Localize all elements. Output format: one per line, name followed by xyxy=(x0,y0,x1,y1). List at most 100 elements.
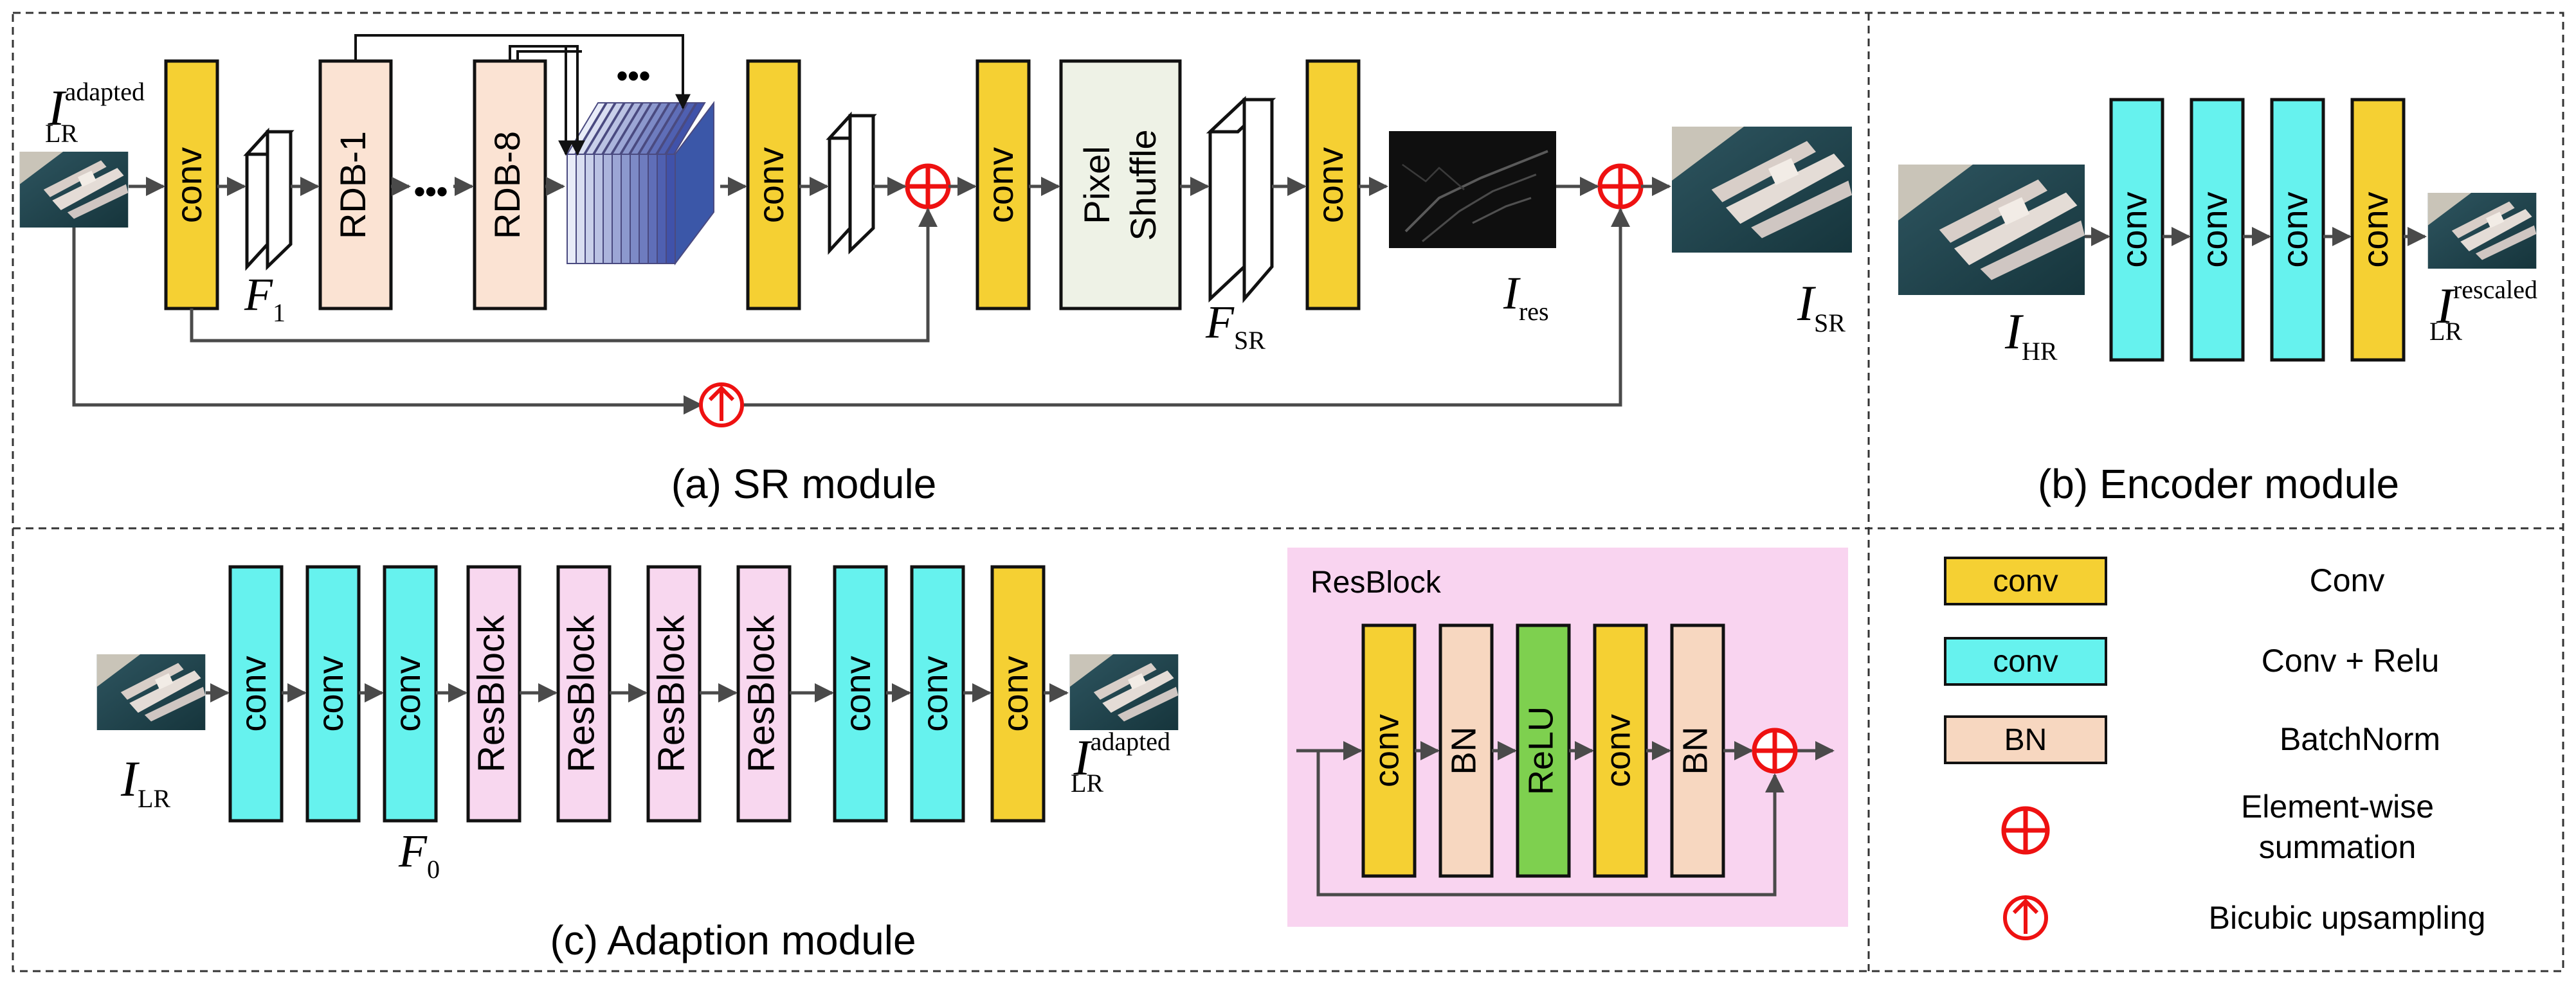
concat-slice xyxy=(648,154,658,264)
concat-slice xyxy=(666,154,676,264)
sr-conv1-label: conv xyxy=(168,147,209,223)
resblock-panel-conv-1-label: conv xyxy=(1367,714,1406,787)
resblock-panel-relu-3-label: ReLU xyxy=(1521,706,1560,795)
sr-output-image xyxy=(1672,127,1852,253)
adaption-block-8-label: conv xyxy=(837,656,878,731)
adaption-block-4-label: ResBlock xyxy=(470,614,512,773)
resblock-panel-conv-4-label: conv xyxy=(1599,714,1637,787)
sr-pixel-shuffle-line1: Pixel xyxy=(1076,146,1117,224)
legend-desc-1: Conv xyxy=(2310,562,2385,598)
adaption-block-6-label: ResBlock xyxy=(650,614,692,773)
sr-conv1-block xyxy=(164,59,219,310)
adaption-f0-label: F0 xyxy=(398,825,440,884)
concat-slice xyxy=(639,154,649,264)
adaption-block-1-label: conv xyxy=(233,656,273,731)
legend-upsample-label: Bicubic upsampling xyxy=(2209,900,2486,936)
sr-conv4-block xyxy=(1305,59,1361,310)
concat-slice xyxy=(657,154,667,264)
encoder-conv-1-label: conv xyxy=(2114,192,2154,267)
adaption-block-10-label: conv xyxy=(995,656,1035,731)
sr-conv2-block xyxy=(746,59,801,310)
sr-residual-image xyxy=(1389,131,1556,248)
sr-feature-slab-2 xyxy=(826,111,877,255)
concat-slice xyxy=(603,154,613,264)
adaption-block-10-block xyxy=(990,565,1046,823)
encoder-conv-2-label: conv xyxy=(2194,192,2235,267)
concat-slice xyxy=(576,154,586,264)
encoder-conv-3-block xyxy=(2270,98,2325,362)
sr-fsr-label: FSR xyxy=(1205,296,1265,355)
sr-section-title: (a) SR module xyxy=(671,461,937,507)
sr-dots: ••• xyxy=(414,174,448,210)
legend-upsample-icon xyxy=(2003,895,2048,940)
resblock-panel-title: ResBlock xyxy=(1311,566,1442,600)
concat-slice xyxy=(567,154,577,264)
adaption-block-8-block xyxy=(833,565,888,823)
sr-sum-2-icon xyxy=(1597,163,1644,210)
sr-rdb8-label: RDB-8 xyxy=(487,131,527,239)
adaption-block-2-label: conv xyxy=(310,656,350,731)
legend-sum-icon xyxy=(2001,806,2050,855)
sr-input-image xyxy=(19,152,129,228)
legend-desc-2: Conv + Relu xyxy=(2262,643,2440,679)
sr-f1-feature xyxy=(243,127,295,271)
resblock-panel-conv-1-block xyxy=(1361,623,1417,878)
concat-side xyxy=(675,101,714,265)
adaption-block-1-block xyxy=(228,565,284,823)
concat-slice xyxy=(630,154,640,264)
resblock-panel-conv-4-block xyxy=(1593,623,1648,878)
encoder-conv-2-block xyxy=(2190,98,2245,362)
adaption-output-image xyxy=(1069,654,1179,730)
adaption-block-7-label: ResBlock xyxy=(740,614,782,773)
resblock-panel-relu-3-block xyxy=(1516,623,1571,878)
concat-slice xyxy=(612,154,622,264)
sr-conv4-label: conv xyxy=(1310,147,1350,223)
sr-flow-arrows xyxy=(72,177,1671,407)
sr-conv3-label: conv xyxy=(980,147,1020,223)
encoder-conv-3-label: conv xyxy=(2274,192,2315,267)
adaption-ilr-label: ILR xyxy=(120,751,170,813)
legend-swatch-label-2: conv xyxy=(1993,645,2058,679)
sr-ires-label: Ires xyxy=(1503,267,1549,326)
legend-swatch-2 xyxy=(1944,637,2107,686)
adaption-block-6-block xyxy=(646,565,702,823)
sr-pixel-shuffle-line2: Shuffle xyxy=(1123,129,1163,240)
legend-desc-3: BatchNorm xyxy=(2280,721,2440,757)
concat-slice xyxy=(585,154,595,264)
legend-swatch-label-3: BN xyxy=(2004,723,2047,757)
sr-sum-1-icon xyxy=(905,163,951,210)
resblock-panel-bn-2-label: BN xyxy=(1444,726,1483,774)
sr-upsample-icon xyxy=(699,382,744,427)
concat-slice xyxy=(621,154,631,264)
adaption-section-title: (c) Adaption module xyxy=(550,917,916,963)
encoder-conv-4-label: conv xyxy=(2355,192,2395,267)
sr-fsr-feature xyxy=(1206,96,1276,303)
adaption-block-5-label: ResBlock xyxy=(560,614,602,773)
adaption-block-3-label: conv xyxy=(387,656,428,731)
encoder-output-image xyxy=(2427,193,2537,269)
legend-sum-line2: summation xyxy=(2259,829,2417,865)
legend-sum-line1: Element-wise xyxy=(2241,789,2434,825)
concat-slice xyxy=(594,154,604,264)
legend-swatch-label-1: conv xyxy=(1993,564,2058,598)
resblock-panel-arrows xyxy=(1296,741,1835,897)
adaption-input-image xyxy=(96,654,206,730)
encoder-ihr-label: IHR xyxy=(2004,303,2058,366)
panel-borders xyxy=(12,12,2564,972)
sr-isr-label: ISR xyxy=(1797,275,1846,337)
adaption-block-9-label: conv xyxy=(914,656,955,731)
legend-swatch-3 xyxy=(1944,715,2107,764)
resblock-sum-icon xyxy=(1752,728,1798,774)
encoder-section-title: (b) Encoder module xyxy=(2038,461,2399,507)
sr-rdb1-block xyxy=(318,59,393,310)
encoder-input-image xyxy=(1898,165,2085,295)
sr-f1-label: F1 xyxy=(244,269,286,327)
sr-concat-stack xyxy=(566,101,714,265)
